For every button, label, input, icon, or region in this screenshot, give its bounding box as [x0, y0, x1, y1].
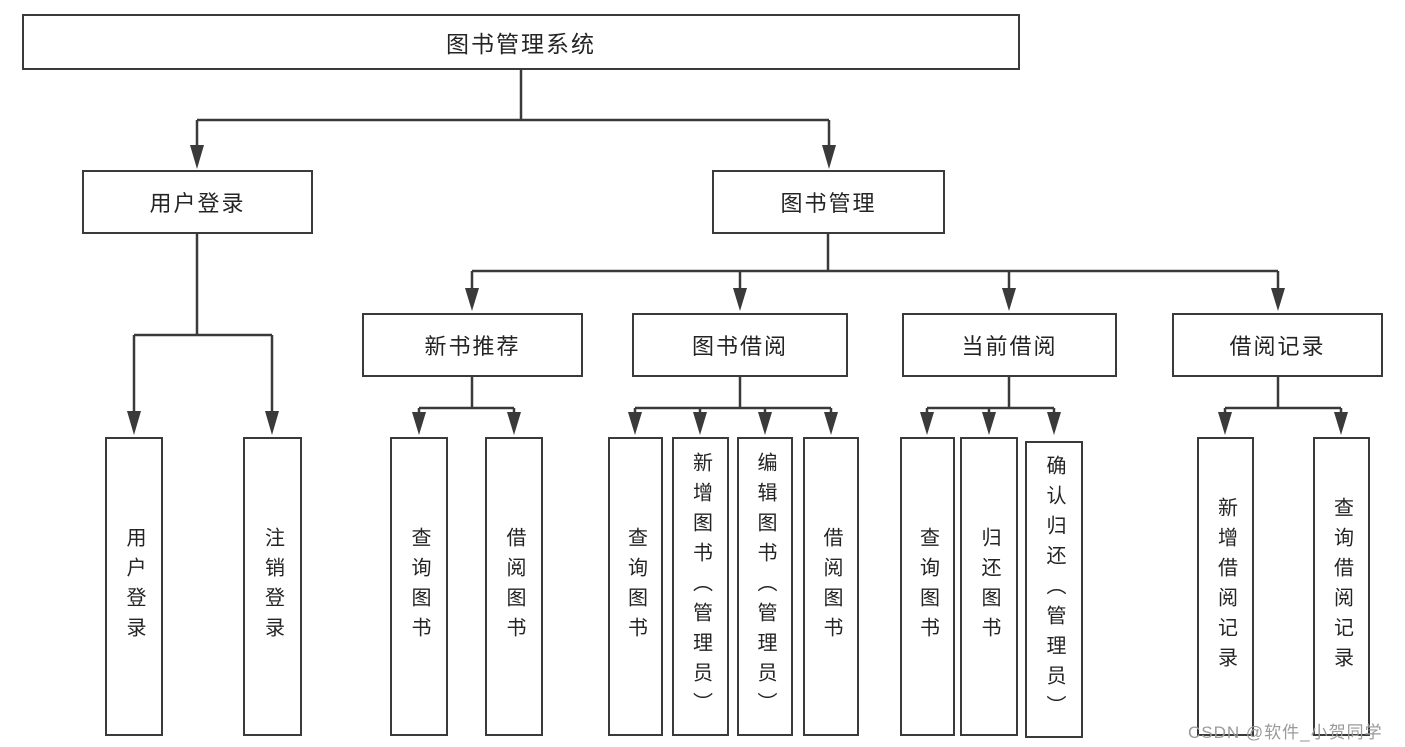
leaf-query-book-1: 查询图书 — [390, 437, 448, 736]
leaf-query-borrow-record: 查询借阅记录 — [1313, 437, 1370, 736]
node-current-borrowing: 当前借阅 — [902, 313, 1117, 377]
csdn-watermark: CSDN @软件_小贺同学 — [1188, 723, 1383, 742]
leaf-query-book-3: 查询图书 — [900, 437, 955, 736]
node-borrowing-records: 借阅记录 — [1172, 313, 1383, 377]
node-user-login-branch: 用户登录 — [82, 170, 313, 234]
leaf-user-login: 用户登录 — [105, 437, 163, 736]
leaf-add-borrow-record: 新增借阅记录 — [1197, 437, 1254, 736]
node-book-borrowing: 图书借阅 — [632, 313, 848, 377]
leaf-confirm-return-admin: 确认归还（管理员） — [1025, 441, 1083, 738]
leaf-add-book-admin: 新增图书（管理员） — [672, 437, 729, 736]
leaf-borrow-book-1: 借阅图书 — [485, 437, 543, 736]
node-new-book-recommendation: 新书推荐 — [362, 313, 583, 377]
node-root-library-system: 图书管理系统 — [22, 14, 1020, 70]
leaf-borrow-book-2: 借阅图书 — [803, 437, 859, 736]
leaf-logout: 注销登录 — [243, 437, 302, 736]
node-book-management-branch: 图书管理 — [712, 170, 945, 234]
leaf-query-book-2: 查询图书 — [608, 437, 663, 736]
leaf-edit-book-admin: 编辑图书（管理员） — [737, 437, 793, 736]
leaf-return-book: 归还图书 — [960, 437, 1018, 736]
